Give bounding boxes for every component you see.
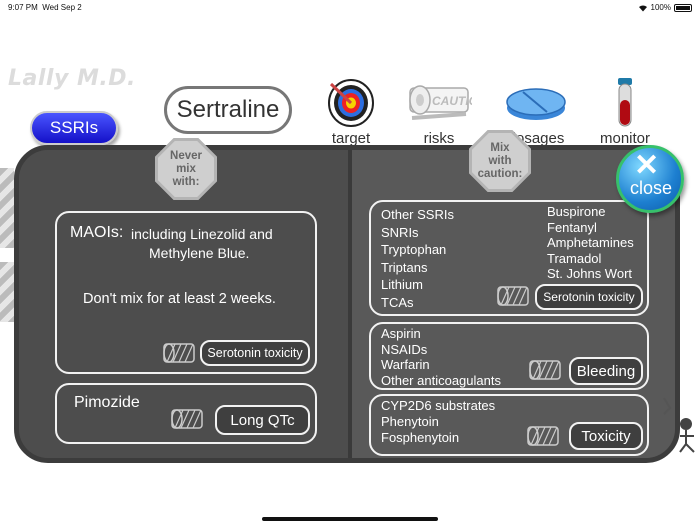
serotonin-toxicity-tag[interactable]: Serotonin toxicity [535,284,643,310]
wifi-icon [638,4,647,11]
background-stripe [0,262,14,322]
maoi-line2: Methylene Blue. [149,245,250,261]
list-item: TCAs [381,294,414,310]
status-time: 9:07 PM Wed Sep 2 [8,3,82,12]
list-item: SNRIs [381,224,419,240]
test-tube-icon [618,78,632,127]
list-item: Amphetamines [547,235,634,250]
maoi-note: Don't mix for at least 2 weeks. [83,291,276,307]
background-stripe [0,168,14,248]
battery-percent: 100% [650,3,671,12]
monitor-tab[interactable]: monitor [590,78,660,147]
serotonin-right-list: Buspirone Fentanyl Amphetamines Tramadol… [547,204,634,282]
home-indicator[interactable] [262,517,438,521]
long-qtc-tag[interactable]: Long QTc [215,405,310,435]
list-item: Triptans [381,259,428,275]
risks-label: risks [423,130,455,147]
bleeding-list: Aspirin NSAIDs Warfarin Other anticoagul… [381,326,501,388]
close-icon: ✕ [634,149,660,182]
close-label: close [629,178,673,198]
list-item: NSAIDs [381,341,428,357]
battery-icon [674,3,692,12]
monitor-label: monitor [599,130,651,147]
maoi-line1: including Linezolid and [131,226,273,242]
list-item: Lithium [381,277,423,292]
serotonin-left-list: Other SSRIs SNRIs Tryptophan Triptans Li… [381,206,454,311]
app-logo: Lally M.D. [8,66,136,91]
pimozide-card: Pimozide Long QTc [55,383,317,444]
drug-name-title: Sertraline [164,86,292,134]
list-item: Other SSRIs [381,207,454,222]
serotonin-toxicity-tag[interactable]: Serotonin toxicity [200,340,310,366]
status-bar: 9:07 PM Wed Sep 2 100% [8,2,692,16]
caution-tape-icon [527,426,559,446]
status-right: 100% [638,3,692,12]
list-item: CYP2D6 substrates [381,398,496,413]
list-item: St. Johns Wort [547,266,633,281]
maoi-title: MAOIs: [70,224,124,241]
toxicity-list: CYP2D6 substrates Phenytoin Fosphenytoin [381,398,495,446]
caution-tape-icon: CAUTION [409,85,472,120]
caution-tape-icon [529,360,561,380]
maoi-card: MAOIs: including Linezolid and Methylene… [55,211,317,374]
svg-text:CAUTION: CAUTION [432,94,472,108]
ssris-class-button[interactable]: SSRIs [30,111,118,145]
toxicity-group-card: CYP2D6 substrates Phenytoin Fosphenytoin… [369,394,649,456]
caution-tape-icon [497,286,529,306]
list-item: Tryptophan [381,242,447,257]
target-icon [328,79,374,127]
caution-tape-icon [171,409,203,429]
list-item: Other anticoagulants [381,372,501,388]
close-button[interactable]: ✕ close [614,145,688,215]
list-item: Aspirin [381,326,421,341]
bleeding-group-card: Aspirin NSAIDs Warfarin Other anticoagul… [369,322,649,390]
list-item: Buspirone [547,204,606,219]
bleeding-tag[interactable]: Bleeding [569,357,643,385]
status-date: Wed Sep 2 [42,3,82,12]
panel-divider [348,150,352,458]
close-button-circle [616,145,684,213]
list-item: Phenytoin [381,414,439,429]
list-item: Fosphenytoin [381,430,460,445]
caution-tape-icon [163,343,195,363]
target-tab[interactable]: target [316,78,386,147]
risks-tab[interactable]: CAUTION risks [404,78,474,147]
pimozide-title: Pimozide [74,394,140,411]
list-item: Tramadol [547,250,602,266]
list-item: Fentanyl [547,219,597,235]
target-label: target [331,130,371,147]
list-item: Warfarin [381,357,430,372]
pill-icon [506,88,566,120]
serotonin-group-card: Other SSRIs SNRIs Tryptophan Triptans Li… [369,200,649,316]
interactions-panel: MAOIs: including Linezolid and Methylene… [14,145,680,463]
cartoon-figure-icon [663,397,695,453]
toxicity-tag[interactable]: Toxicity [569,422,643,450]
dosages-tab[interactable]: dosages [501,78,571,147]
